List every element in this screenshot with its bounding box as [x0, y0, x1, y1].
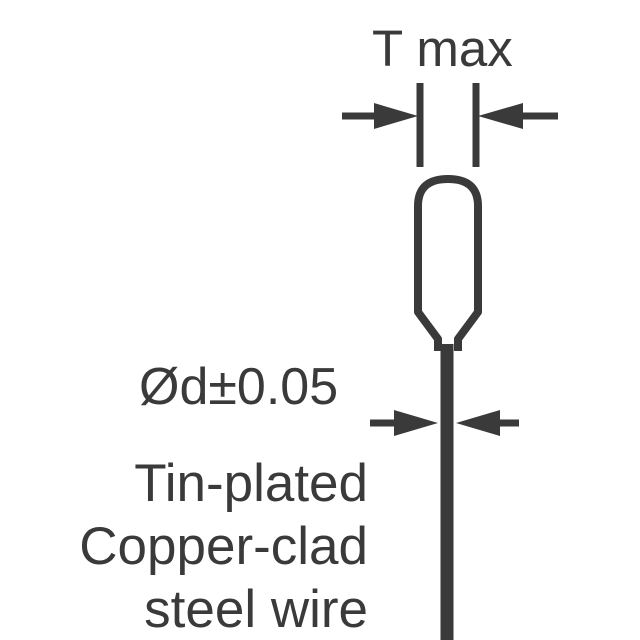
wire-material-label: Tin-plated Copper-clad steel wire — [79, 452, 368, 640]
wire-material-line-3: steel wire — [144, 580, 368, 639]
right-arrowhead-icon — [478, 103, 523, 129]
wire-diameter-label: Ød±0.05 — [139, 358, 339, 416]
t-max-label: T max — [372, 20, 513, 77]
wire-diameter-dimension — [370, 410, 519, 436]
left-arrowhead-icon — [374, 103, 418, 129]
left-arrowhead-icon — [394, 410, 438, 436]
right-arrowhead-icon — [456, 410, 500, 436]
wire-material-line-2: Copper-clad — [79, 517, 368, 576]
wire-material-line-1: Tin-plated — [134, 454, 368, 513]
component-body — [414, 175, 482, 351]
t-max-dimension — [342, 83, 558, 167]
